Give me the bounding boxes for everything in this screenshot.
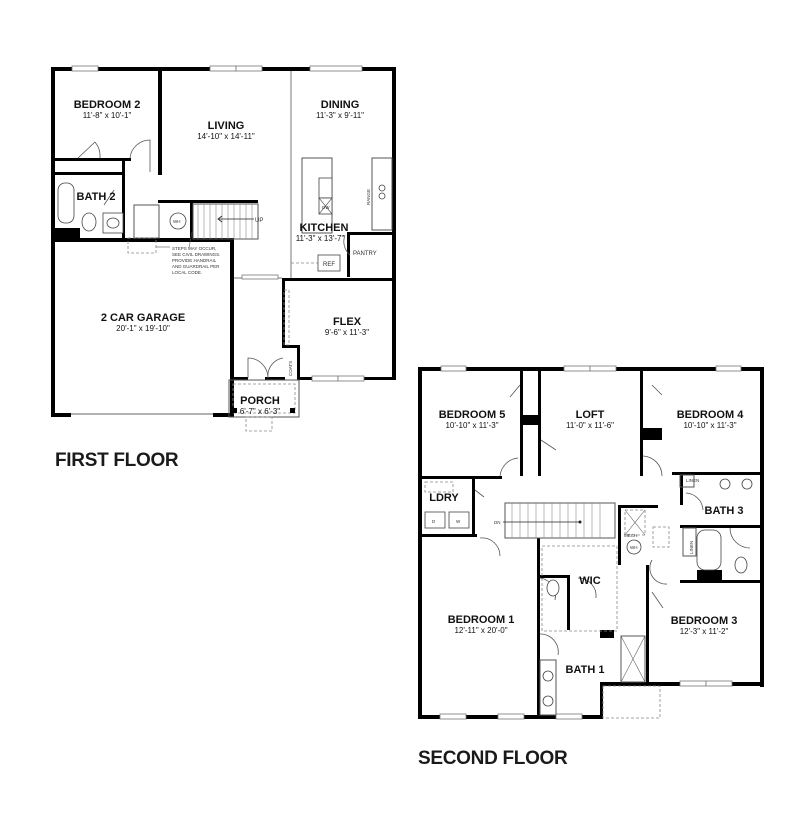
coats-label: COATS [288,361,293,376]
svg-text:PROVIDE HANDRAIL: PROVIDE HANDRAIL [172,258,217,263]
mech-label: MECH. [624,533,639,538]
room-dims-bedroom-3: 12'-3" x 11'-2" [680,627,729,636]
room-dims-bedroom-1: 12'-11" x 20'-0" [454,626,507,635]
room-dims-porch: 6'-7" x 6'-3" [240,407,280,416]
linen-label-bath-3: LINEN [686,478,699,483]
stairs-up-label: UP [255,218,263,224]
room-dims-kitchen: 11'-3" x 13'-7" [296,234,345,243]
svg-text:STEPS MAY OCCUR,: STEPS MAY OCCUR, [172,246,216,251]
svg-text:SEE CIVIL DRAWINGS.: SEE CIVIL DRAWINGS. [172,252,220,257]
room-label-bath-3: BATH 3 [705,505,744,517]
room-dims-bedroom-2: 11'-8" x 10'-1" [83,111,132,120]
room-label-dining: DINING [321,99,360,111]
room-label-bath-2: BATH 2 [77,191,116,203]
room-label-bedroom-2: BEDROOM 2 [74,99,141,111]
room-label-loft: LOFT [576,409,605,421]
svg-text:LOCAL CODE.: LOCAL CODE. [172,270,202,275]
room-label-flex: FLEX [333,316,362,328]
ref-label: REF [323,262,335,268]
second-floor-title: SECOND FLOOR [418,748,568,769]
room-dims-bedroom-4: 10'-10" x 11'-3" [683,421,736,430]
room-dims-living: 14'-10" x 14'-11" [197,132,255,141]
room-dims-dining: 11'-3" x 9'-11" [316,111,364,120]
first-floor-title: FIRST FLOOR [55,450,179,471]
dishwasher-label: DW [322,205,330,210]
stairs-code-note: STEPS MAY OCCUR, SEE CIVIL DRAWINGS. PRO… [172,246,220,275]
linen-label-hall: LINEN [689,541,694,554]
room-label-kitchen: KITCHEN [300,222,349,234]
room-label-laundry: LDRY [429,492,459,504]
room-dims-bedroom-5: 10'-10" x 11'-3" [445,421,498,430]
room-label-bedroom-5: BEDROOM 5 [439,409,506,421]
room-label-bedroom-3: BEDROOM 3 [671,615,738,627]
room-dims-garage: 20'-1" x 19'-10" [116,324,170,333]
room-label-garage: 2 CAR GARAGE [101,312,185,324]
range-label: RANGE [366,189,371,205]
pantry-label: PANTRY [353,251,377,257]
room-label-porch: PORCH [240,395,280,407]
svg-text:AND GUARDRAIL PER: AND GUARDRAIL PER [172,264,220,269]
room-label-bedroom-1: BEDROOM 1 [448,614,515,626]
dryer-label: D [432,519,436,524]
water-heater-label-2: WH [630,545,638,550]
stairs-down-label: DN [494,520,501,525]
room-dims-flex: 9'-6" x 11'-3" [325,328,369,337]
room-dims-loft: 11'-0" x 11'-6" [566,421,614,430]
second-floor-plan: BEDROOM 5 10'-10" x 11'-3" LOFT 11'-0" x… [418,365,764,720]
room-label-living: LIVING [208,120,245,132]
room-label-bath-1: BATH 1 [566,664,605,676]
room-label-bedroom-4: BEDROOM 4 [677,409,745,421]
second-floor-stairs [503,502,616,539]
room-label-wic: WIC [579,575,600,587]
washer-label: W [456,519,461,524]
water-heater-label: WH [173,219,181,224]
first-floor-stairs [127,203,259,254]
first-floor-plan: BEDROOM 2 11'-8" x 10'-1" LIVING 14'-10"… [51,65,396,432]
